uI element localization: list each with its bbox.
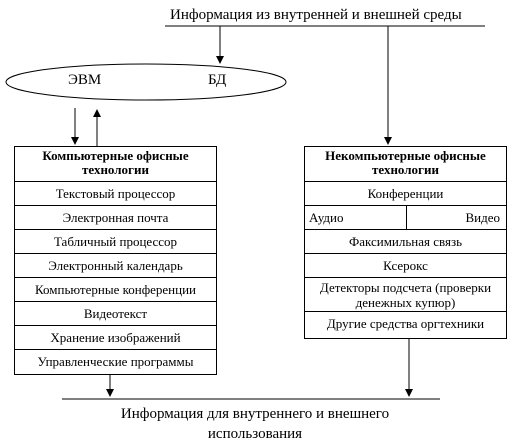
noncomputer-technologies-box: Некомпьютерные офисные технологии Конфер…	[304, 146, 507, 339]
audio-item: Аудио	[309, 209, 344, 225]
fax-item: Факсимильная связь	[305, 230, 506, 254]
noncomputer-box-title: Некомпьютерные офисные технологии	[305, 147, 506, 182]
computer-db-ellipse	[5, 63, 287, 101]
computer-label: ЭВМ	[68, 72, 102, 88]
other-equipment-item: Другие средства оргтехники	[326, 316, 485, 331]
xerox-item: Ксерокс	[305, 254, 506, 278]
top-source-label: Информация из внутренней и внешней среды	[170, 7, 462, 23]
detectors-item: Детекторы подсчета (проверки денежных ку…	[305, 278, 506, 312]
computer-item: Текстовый процессор	[15, 182, 216, 206]
computer-item: Электронная почта	[15, 206, 216, 230]
video-item: Видео	[465, 209, 500, 225]
database-label: БД	[208, 72, 227, 88]
computer-item: Управленческие программы	[37, 354, 194, 369]
audio-video-divider	[405, 206, 407, 229]
computer-technologies-box: Компьютерные офисные технологии Текстовы…	[14, 146, 217, 375]
audio-video-row: Аудио Видео	[305, 206, 506, 230]
computer-item: Компьютерные конференции	[15, 278, 216, 302]
computer-item: Электронный календарь	[15, 254, 216, 278]
computer-item: Хранение изображений	[15, 326, 216, 350]
computer-box-title: Компьютерные офисные технологии	[15, 147, 216, 182]
conferences-item: Конференции	[305, 182, 506, 206]
output-label: Информация для внутреннего и внешнего ис…	[120, 406, 390, 442]
computer-item: Табличный процессор	[15, 230, 216, 254]
computer-item: Видеотекст	[15, 302, 216, 326]
